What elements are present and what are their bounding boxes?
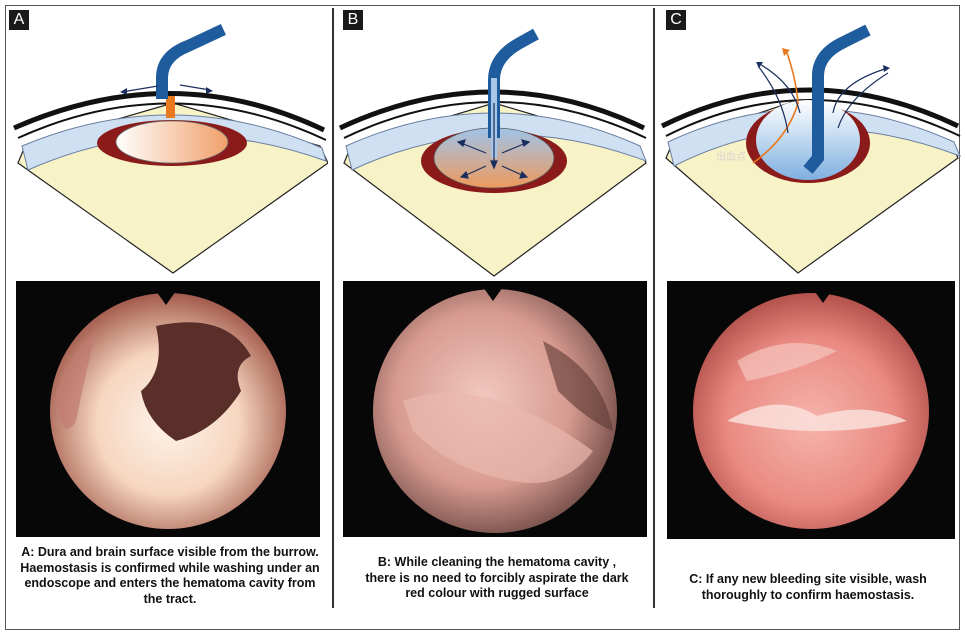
endoscope-photo-c bbox=[667, 281, 955, 539]
endoscope-photo-b bbox=[343, 281, 647, 537]
diagram-a bbox=[10, 18, 328, 280]
panel-divider-2 bbox=[653, 8, 655, 608]
bleeding-point-annotation: 出血点 bbox=[716, 148, 746, 163]
hematoma-cavity bbox=[116, 121, 228, 163]
flow-arrow-icon bbox=[122, 86, 158, 92]
caption-c: C: If any new bleeding site visible, was… bbox=[660, 572, 956, 603]
diagram-b bbox=[336, 18, 650, 280]
caption-a: A: Dura and brain surface visible from t… bbox=[20, 545, 320, 607]
drain-tube-icon bbox=[166, 96, 175, 118]
endoscope-photo-a bbox=[16, 281, 320, 537]
caption-b: B: While cleaning the hematoma cavity , … bbox=[362, 555, 632, 602]
panel-divider-1 bbox=[332, 8, 334, 608]
diagram-c bbox=[658, 18, 962, 280]
endoscope-icon bbox=[162, 32, 218, 93]
